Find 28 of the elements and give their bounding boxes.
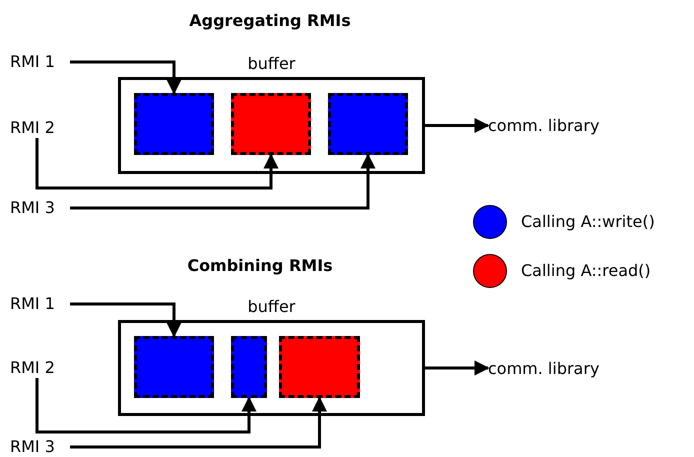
message-block	[231, 93, 311, 155]
section-title: Combining RMIs	[187, 256, 333, 275]
buffer-label: buffer	[246, 297, 296, 317]
message-block	[231, 336, 267, 398]
arrow	[36, 378, 256, 434]
arrow	[36, 138, 278, 190]
arrow	[70, 154, 376, 210]
node-label: comm. library	[488, 359, 638, 379]
node-label: RMI 3	[10, 198, 70, 218]
arrow	[425, 118, 490, 133]
message-block	[279, 336, 360, 398]
arrow	[425, 360, 490, 376]
message-block	[134, 93, 214, 155]
section-title: Aggregating RMIs	[189, 11, 351, 30]
node-label: RMI 1	[10, 294, 70, 314]
node-label: RMI 1	[10, 52, 70, 72]
arrow	[70, 396, 327, 448]
node-label: comm. library	[488, 116, 638, 136]
message-block	[134, 336, 214, 398]
node-label: RMI 2	[10, 118, 70, 138]
legend-label: Calling A::write()	[521, 212, 655, 232]
buffer-label: buffer	[246, 54, 296, 74]
arrow	[70, 60, 182, 94]
node-label: RMI 2	[10, 358, 70, 378]
message-block	[328, 93, 408, 155]
node-label: RMI 3	[10, 437, 70, 457]
legend-label: Calling A::read()	[521, 261, 651, 281]
arrow	[70, 302, 182, 338]
